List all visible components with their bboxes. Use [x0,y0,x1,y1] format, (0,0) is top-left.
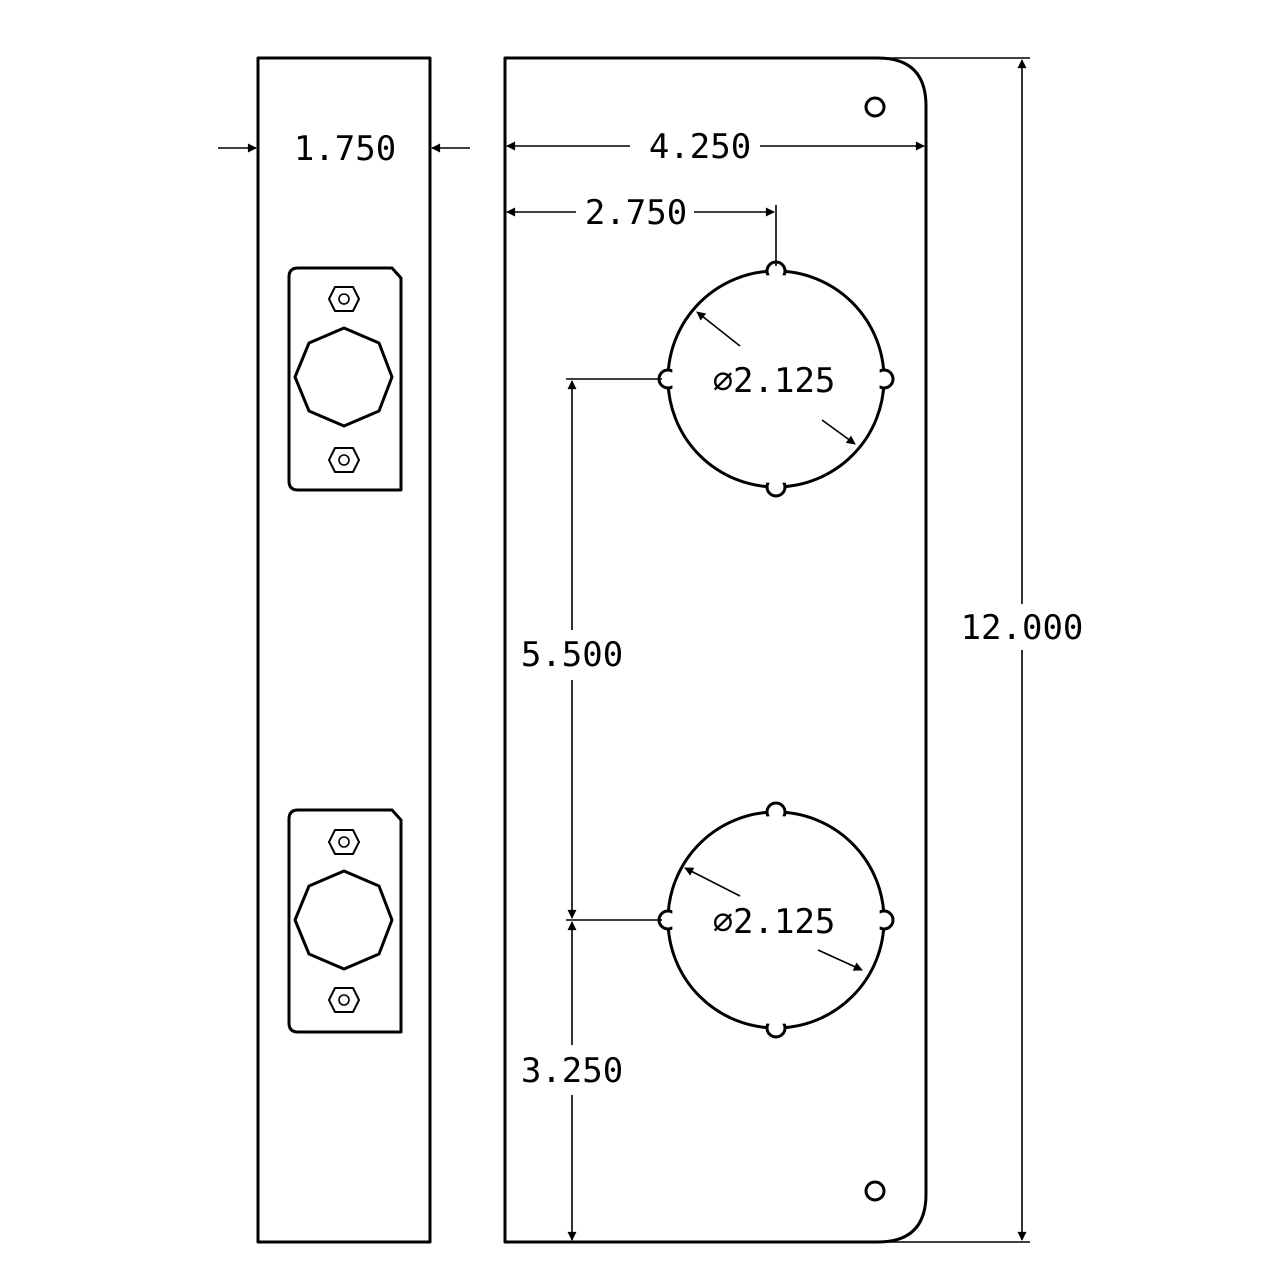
hole-spacing-label: 5.500 [521,635,623,675]
front-view: ∅2.125 ∅2.125 4.250 2.750 [503,56,1084,1244]
screw-icon [328,829,360,855]
lower-bore-hole: ∅2.125 [657,801,895,1039]
backset-dimension: 2.750 [506,193,777,266]
backset-label: 2.750 [585,193,687,233]
upper-bore-hole: ∅2.125 [657,260,895,498]
upper-strike-plate [287,266,403,492]
bottom-offset-label: 3.250 [521,1051,623,1091]
lower-bore-octagon [293,869,394,971]
edge-view: 1.750 [218,56,470,1244]
screw-icon [328,447,360,473]
plate-width-dimension: 4.250 [506,127,925,167]
upper-bore-diameter-label: ∅2.125 [713,361,836,401]
plate-height-dimension: 12.000 [880,57,1084,1243]
edge-view-outline [256,56,432,1244]
vertical-dimensions: 5.500 3.250 [521,378,662,1241]
lower-strike-plate [287,808,403,1034]
edge-width-label: 1.750 [294,129,396,169]
mounting-hole-top [864,96,886,118]
lower-bore-diameter-label: ∅2.125 [713,902,836,942]
plate-width-label: 4.250 [649,127,751,167]
screw-icon [328,987,360,1013]
edge-width-dimension: 1.750 [218,129,470,169]
plate-height-label: 12.000 [961,608,1084,648]
plate-outline [503,56,928,1244]
screw-icon [328,286,360,312]
mounting-hole-bottom [864,1180,886,1202]
upper-bore-octagon [293,326,394,428]
